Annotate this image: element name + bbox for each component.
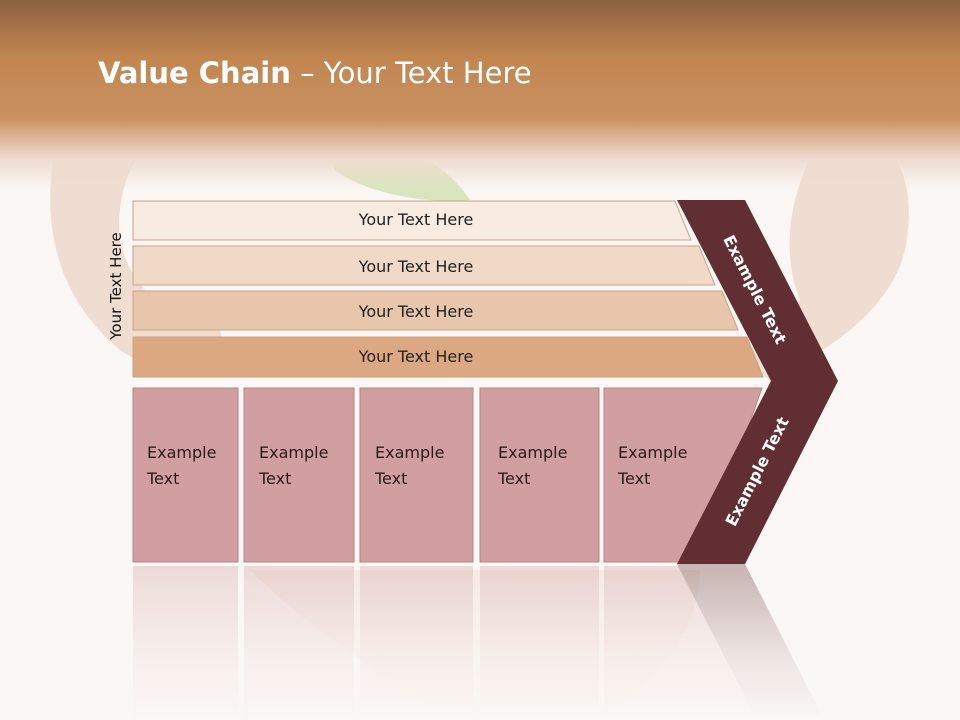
primary-cell-2: [243, 387, 355, 563]
row-bar-3: [132, 290, 739, 331]
cell-1-line2: Text: [147, 469, 180, 488]
margin-chevron: [677, 200, 838, 564]
cell-1-line1: Example: [147, 443, 217, 462]
primary-cell-3: [359, 387, 474, 563]
cell-5-line1: Example: [618, 443, 688, 462]
title-bold: Value Chain: [98, 56, 291, 90]
cell-text-3: Example Text: [375, 440, 444, 492]
reflection-fade: [0, 564, 960, 720]
header-band: [0, 0, 960, 190]
cell-2-line1: Example: [259, 443, 329, 462]
row-bar-2: [132, 245, 716, 286]
cell-text-2: Example Text: [259, 440, 328, 492]
primary-cell-1: [132, 387, 239, 563]
primary-cells: [132, 387, 763, 563]
cell-text-5: Example Text: [618, 440, 687, 492]
row-bar-1: [132, 200, 692, 241]
left-hand-shape: [50, 140, 231, 377]
support-rows: [132, 200, 764, 378]
cell-4-line1: Example: [498, 443, 568, 462]
cell-5-line2: Text: [618, 469, 651, 488]
cell-text-4: Example Text: [498, 440, 567, 492]
primary-cell-4: [479, 387, 600, 563]
cell-3-line2: Text: [375, 469, 408, 488]
row-label-2: Your Text Here: [358, 257, 474, 276]
row-label-1: Your Text Here: [358, 210, 474, 229]
cell-3-line1: Example: [375, 443, 445, 462]
row-label-4: Your Text Here: [358, 347, 474, 366]
cell-2-line2: Text: [259, 469, 292, 488]
row-label-3: Your Text Here: [358, 302, 474, 321]
cell-text-1: Example Text: [147, 440, 216, 492]
slide-title: Value Chain – Your Text Here: [98, 56, 532, 90]
cell-4-line2: Text: [498, 469, 531, 488]
row-bar-4: [132, 336, 764, 378]
title-rest: – Your Text Here: [290, 56, 532, 90]
